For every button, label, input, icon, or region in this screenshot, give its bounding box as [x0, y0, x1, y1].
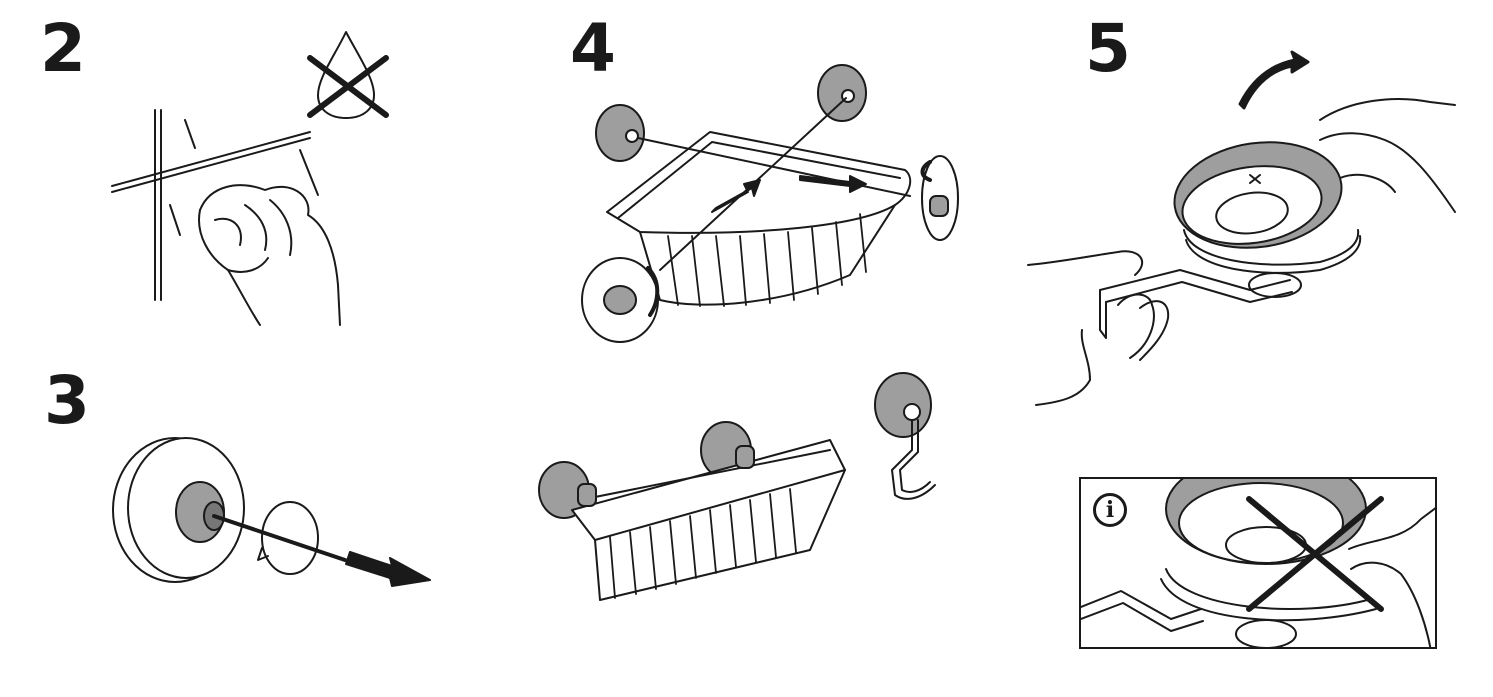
step-2-number: 2 [40, 10, 86, 87]
step-5-number: 5 [1085, 10, 1131, 87]
step-3-suction-cup-illustration [112, 437, 431, 587]
step-4-corner-basket-illustration [581, 64, 959, 343]
info-icon: i [1093, 493, 1127, 527]
step-4-number: 4 [570, 10, 616, 87]
step-5-removal-illustration [1027, 50, 1456, 406]
step-4-rectangular-basket-illustration [538, 372, 936, 601]
step-3-number: 3 [44, 362, 90, 439]
step-2-cleaning-illustration [111, 31, 389, 326]
info-wrong-removal-illustration [1081, 479, 1435, 647]
info-warning-panel: i [1079, 477, 1437, 649]
